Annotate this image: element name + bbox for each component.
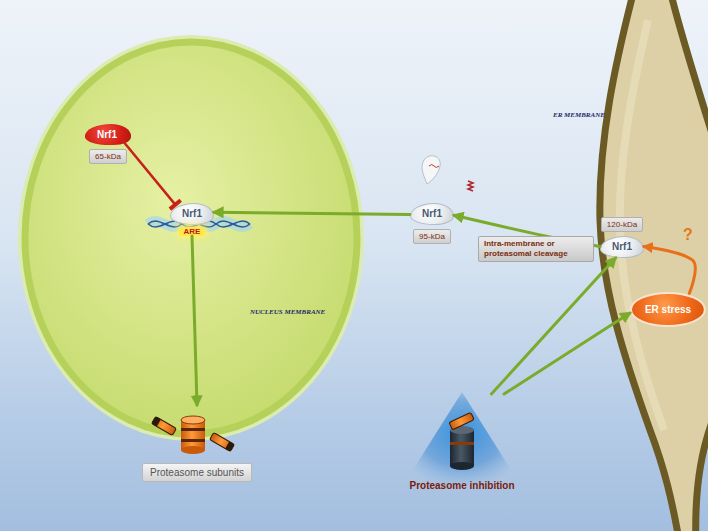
nuclear-envelope: [25, 42, 357, 434]
peptide-squiggle: [468, 181, 473, 191]
proteasome-core: [450, 430, 474, 466]
cap-shape: [210, 433, 235, 452]
proteasome-subunits: Proteasome subunits: [142, 405, 252, 482]
inhibited-proteasome-icon: [404, 392, 520, 484]
er-outline: [585, 0, 708, 531]
nrf1-120kda: 120-kDaNrf1: [600, 217, 644, 258]
kda-text: 120-kDa: [601, 217, 643, 232]
stress-text: ER stress: [630, 292, 706, 327]
fragment-mark: [429, 165, 439, 168]
proteasome-top: [450, 426, 474, 434]
proteasome-core: [181, 420, 205, 450]
proteasome-bottom: [450, 462, 474, 470]
cap-shape: [449, 412, 474, 429]
er-stress: ER stress: [630, 292, 706, 327]
proteasome-top: [181, 416, 205, 424]
cap-end: [225, 442, 234, 452]
induction-arrow: [504, 313, 630, 394]
nrf1-fragment: [422, 156, 473, 191]
blobW-text: Nrf1: [170, 203, 214, 225]
inhib-text: Proteasome inhibition: [409, 480, 514, 491]
inhibition-line: [123, 141, 176, 205]
er-membrane: ER MEMBRANE120-kDaNrf1ER stress: [585, 0, 708, 531]
edge-label: Intra-membrane or proteasomal cleavage: [478, 236, 594, 262]
proteasome-bottom: [181, 446, 205, 454]
edge-label: ?: [683, 226, 693, 244]
translocation-arrow: [214, 212, 410, 214]
kda-text: 65-kDa: [89, 149, 127, 164]
nuclear-envelope-glow: [21, 38, 361, 438]
proteasome-cap: [449, 412, 474, 429]
proteasome-band: [181, 439, 205, 442]
inhibitor-glow: [404, 392, 520, 484]
proteasome-cap: [210, 433, 235, 452]
uncertain-arrow: [644, 247, 695, 294]
cap-shape: [152, 417, 177, 436]
cap-end: [152, 417, 161, 427]
er-membrane-band: [600, 0, 708, 531]
membrane-label: ER MEMBRANE: [553, 111, 605, 119]
proteasome-band: [450, 442, 474, 445]
expression-arrow: [192, 236, 197, 405]
blobW-text: Nrf1: [410, 203, 454, 225]
induction-arrow: [491, 258, 615, 394]
membrane-label: NUCLEUS MEMBRANE: [250, 308, 325, 316]
nrf1-on-are: Nrf1ARE: [170, 203, 214, 236]
proteasome-inhibition: Proteasome inhibition: [409, 394, 514, 491]
fragment-drop: [422, 156, 440, 184]
blobW-text: Nrf1: [600, 236, 644, 258]
proteasome-band: [181, 428, 205, 431]
proteasome-icon: [152, 416, 235, 454]
box-text: Proteasome subunits: [142, 463, 252, 482]
nrf1-95kda: Nrf1 95-kDa: [410, 203, 454, 244]
kda-text: 95-kDa: [413, 229, 451, 244]
proteasome-cap: [152, 417, 177, 436]
